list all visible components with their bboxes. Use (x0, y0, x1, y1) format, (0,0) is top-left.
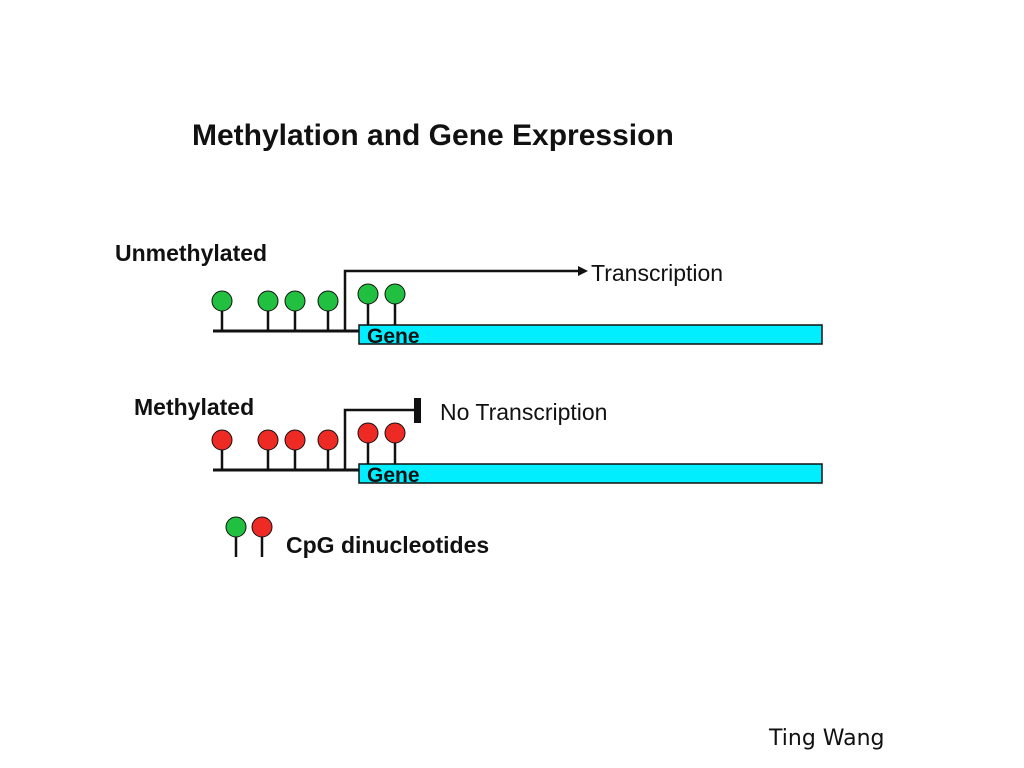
cpg-site (284, 429, 306, 470)
legend-label: CpG dinucleotides (286, 532, 490, 558)
slide-title: Methylation and Gene Expression (192, 119, 674, 152)
cpg-site (384, 422, 406, 464)
gene-label: Gene (367, 464, 420, 487)
methylated-row (211, 398, 823, 484)
cpg-site (357, 422, 379, 464)
cpg-site (384, 283, 406, 325)
transcription-label: Transcription (591, 260, 724, 286)
methylated-gene-box (358, 463, 823, 484)
methylated-label: Methylated (134, 394, 255, 420)
cpg-site (257, 290, 279, 331)
cpg-site (284, 290, 306, 331)
transcription-arrowhead (578, 266, 588, 276)
cpg-site (357, 283, 379, 325)
cpg-site (257, 429, 279, 470)
legend-symbols (225, 516, 273, 557)
transcription-start-arrow-line (343, 269, 578, 331)
transcription-block-bar (414, 398, 421, 423)
cpg-site (317, 290, 339, 331)
unmethylated-gene-box (358, 324, 823, 345)
cpg-site (211, 290, 233, 331)
legend-methylated-cpg (251, 516, 273, 557)
unmethylated-row (211, 266, 823, 345)
blocked-transcription-line (343, 408, 415, 470)
author-credit: Ting Wang (769, 726, 885, 751)
cpg-site (211, 429, 233, 470)
unmethylated-label: Unmethylated (115, 240, 268, 266)
legend-unmethylated-cpg (225, 516, 247, 557)
cpg-site (317, 429, 339, 470)
gene-label: Gene (367, 325, 420, 348)
no-transcription-label: No Transcription (440, 399, 608, 425)
